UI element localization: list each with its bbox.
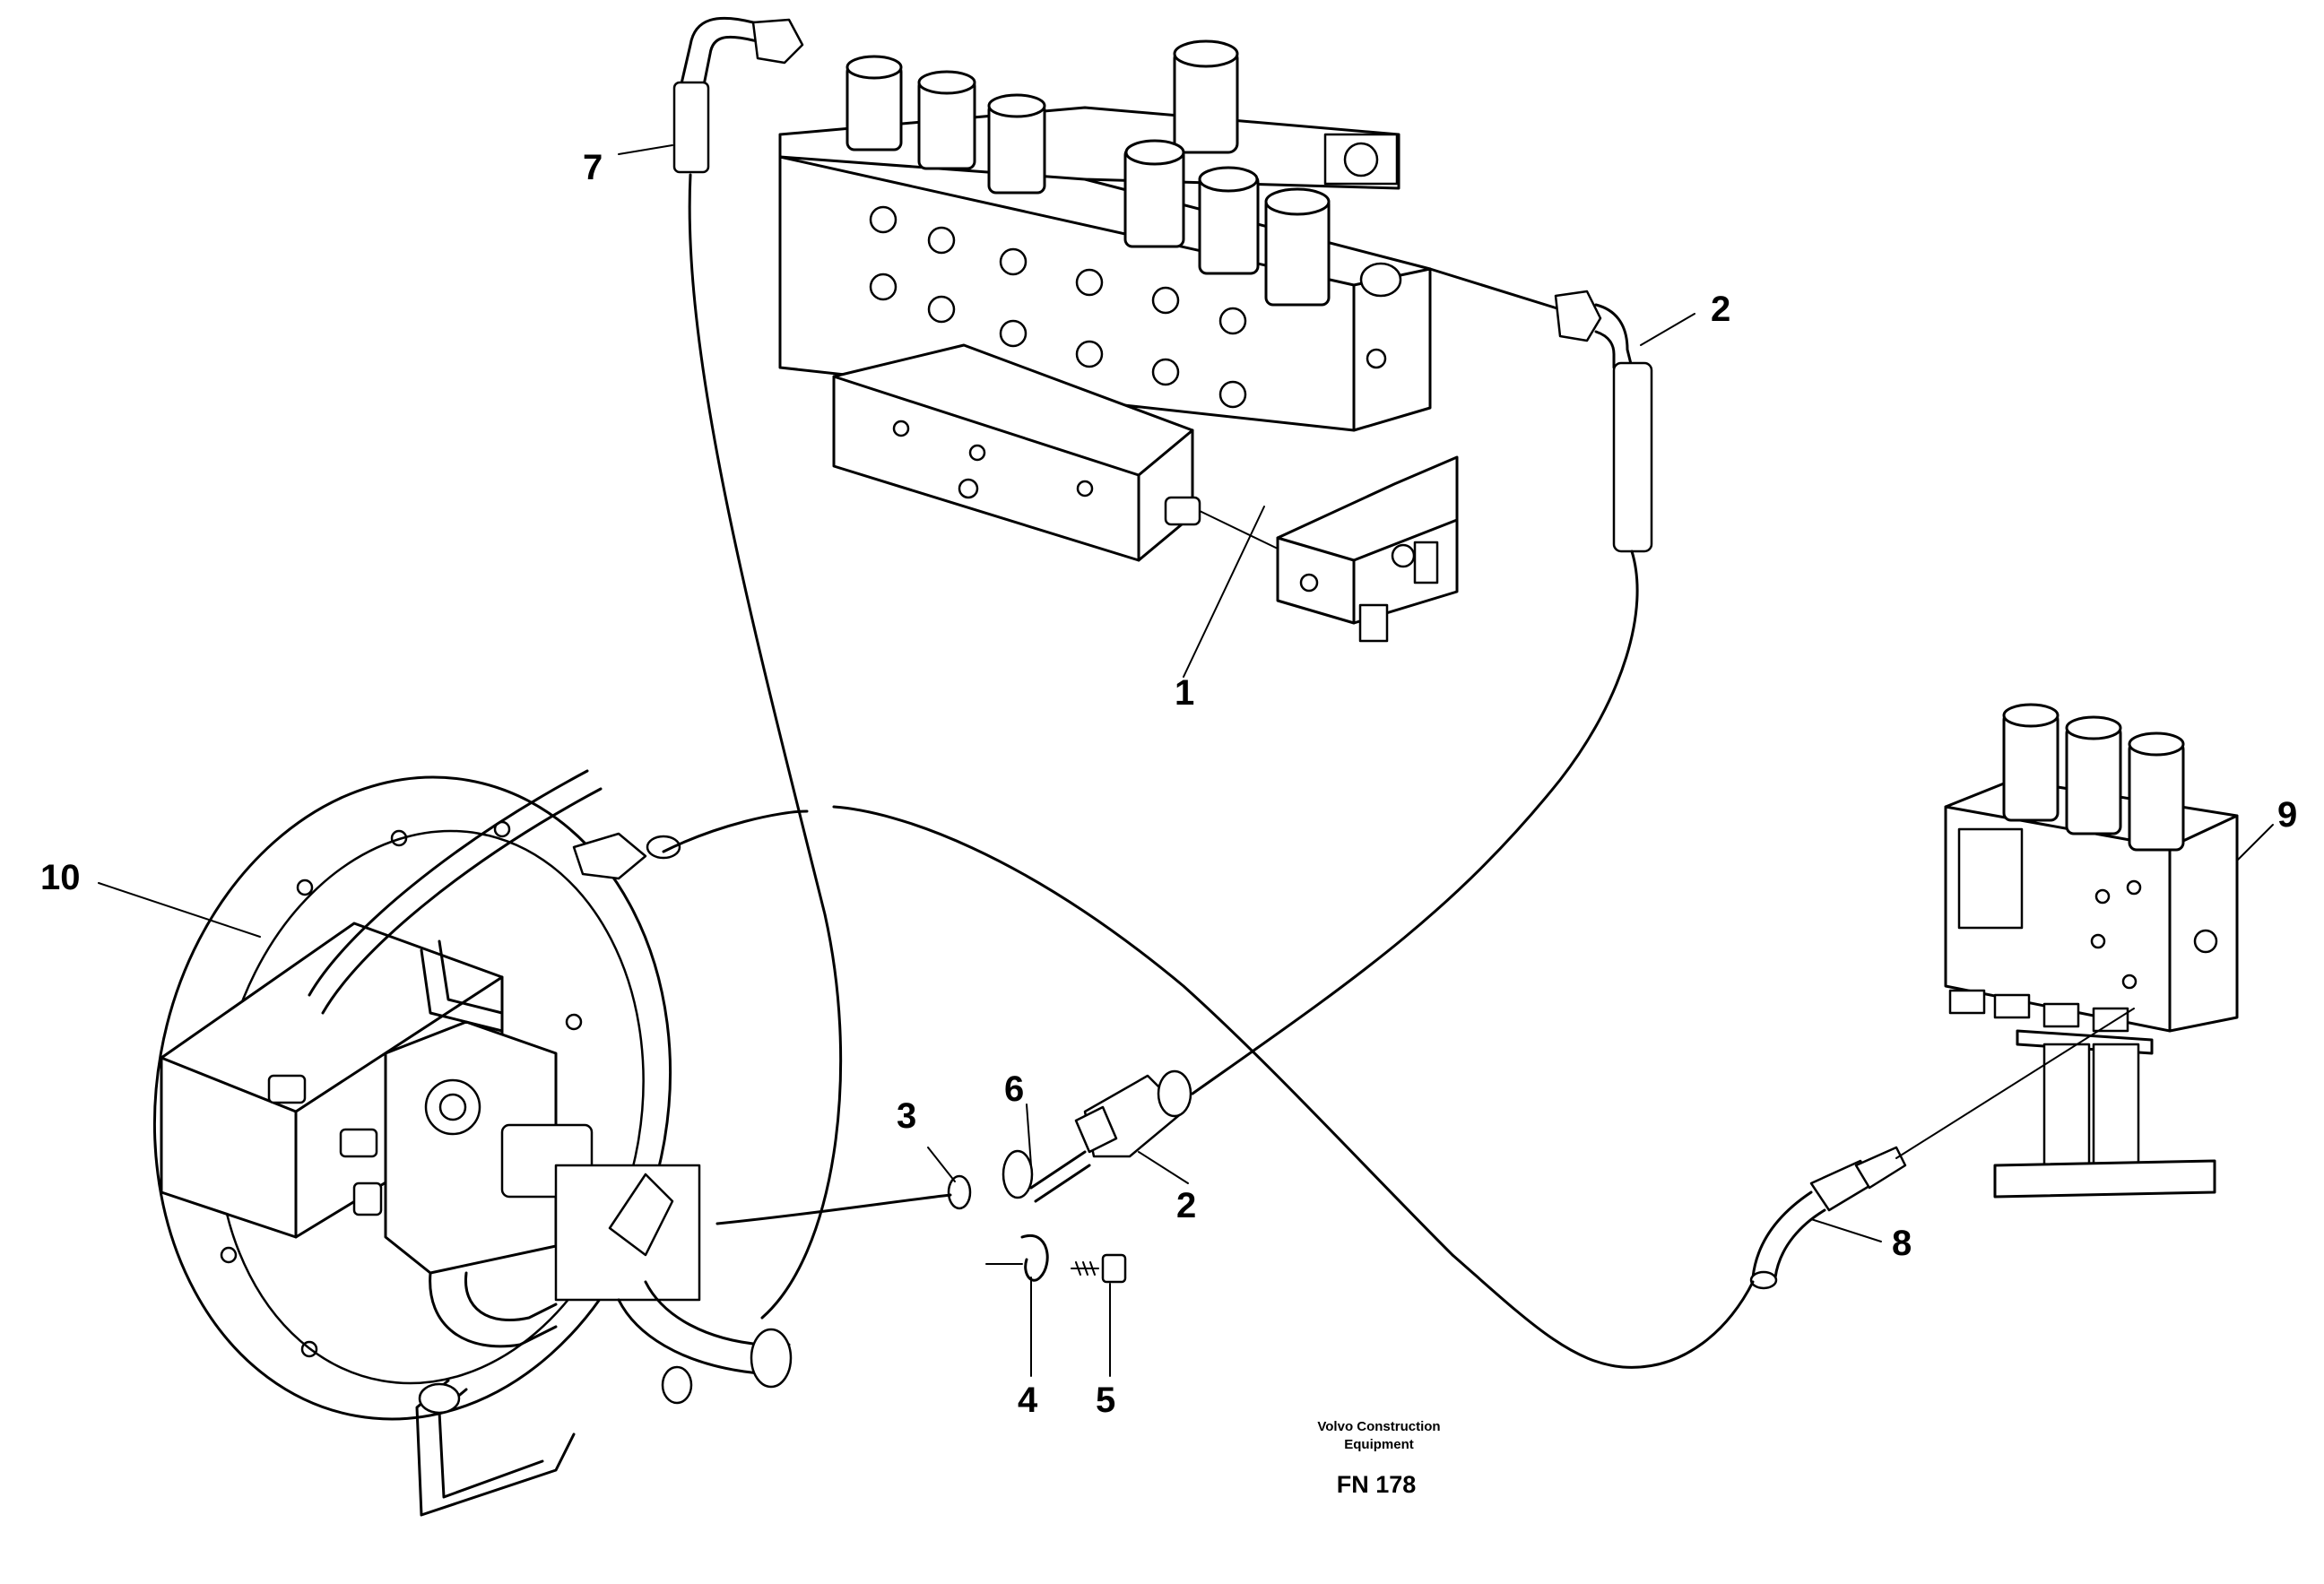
pilot-valve-block-part-9 — [1944, 703, 2239, 1199]
valve-ports — [869, 205, 1387, 409]
callout-8: 8 — [1892, 1224, 1912, 1263]
callout-6: 6 — [1004, 1069, 1024, 1109]
screw-part-5 — [1071, 1253, 1127, 1284]
callout-10: 10 — [40, 858, 81, 897]
figure-code: FN 178 — [1337, 1471, 1417, 1498]
control-valve-block-part-1 — [778, 39, 1459, 643]
company-name-line-2: Equipment — [1344, 1437, 1414, 1452]
callout-2-lower: 2 — [1176, 1186, 1196, 1225]
callout-7: 7 — [583, 148, 603, 187]
solenoid-cartridges — [845, 39, 1402, 307]
leader-lines — [98, 144, 2274, 1377]
callout-1: 1 — [1175, 673, 1194, 713]
clamp-part-4 — [985, 1233, 1049, 1282]
callout-2-upper: 2 — [1711, 290, 1730, 329]
connecting-lines — [662, 805, 1454, 1257]
pump-assembly-part-10 — [152, 769, 793, 1517]
washer-part-3 — [947, 1174, 972, 1210]
callout-9: 9 — [2277, 795, 2297, 835]
hose-part-8 — [1451, 1008, 2135, 1369]
callout-4: 4 — [1018, 1381, 1038, 1420]
callout-3: 3 — [897, 1096, 916, 1136]
fitting-part-2-lower — [1074, 1069, 1192, 1158]
hose-part-7 — [672, 16, 843, 1320]
elbow-part-6 — [1002, 1149, 1091, 1203]
callout-5: 5 — [1096, 1381, 1115, 1420]
company-name-line-1: Volvo Construction — [1317, 1419, 1440, 1434]
hose-part-2-upper — [1191, 267, 1653, 1095]
